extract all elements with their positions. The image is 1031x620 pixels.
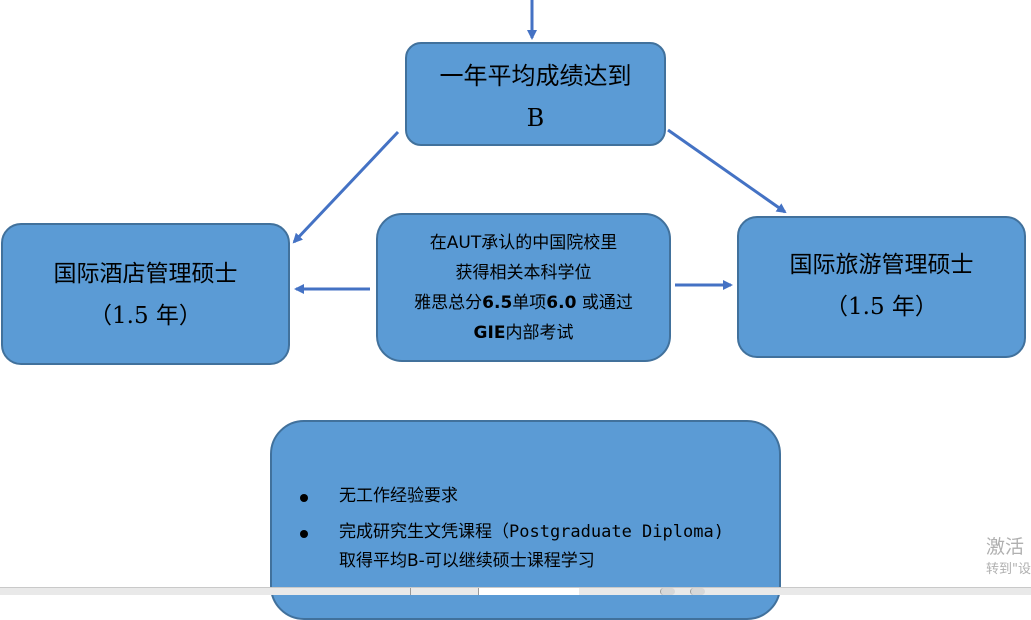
bullet-icon (300, 530, 308, 538)
entry-requirements-box: 在AUT承认的中国院校里 获得相关本科学位 雅思总分6.5单项6.0 或通过 G… (376, 213, 671, 362)
or-pass-text: 或通过 (576, 293, 633, 313)
entry-req-line3: 雅思总分6.5单项6.0 或通过 (378, 288, 669, 318)
bullet-pg-diploma: 完成研究生文凭课程（Postgraduate Diploma) (339, 522, 724, 542)
postgraduate-diploma-box: 无工作经验要求 完成研究生文凭课程（Postgraduate Diploma) … (270, 420, 781, 620)
ielts-band-score: 6.0 (546, 293, 577, 313)
status-bar-icon[interactable] (660, 588, 675, 595)
internal-exam-text: 内部考试 (505, 323, 574, 343)
gpa-requirement-line2: B (526, 104, 545, 132)
gpa-requirement-box: 一年平均成绩达到 B (405, 42, 666, 146)
entry-req-line1: 在AUT承认的中国院校里 (429, 233, 618, 253)
status-bar-field[interactable] (478, 588, 579, 595)
hotel-master-duration: （1.5 年） (89, 303, 202, 329)
ielts-overall-score: 6.5 (482, 293, 513, 313)
status-bar (0, 587, 1031, 595)
activation-watermark-line1: 激活 (986, 536, 1025, 558)
tourism-master-duration: （1.5 年） (825, 294, 938, 320)
tourism-management-master-box: 国际旅游管理硕士 （1.5 年） (737, 216, 1026, 358)
ielts-text: 雅思总分 (414, 293, 483, 313)
entry-req-line2: 获得相关本科学位 (455, 263, 592, 283)
ielts-band-text: 单项 (512, 293, 547, 313)
tourism-master-title: 国际旅游管理硕士 (789, 252, 974, 278)
activation-watermark-line2: 转到"设 (986, 562, 1031, 577)
gpa-requirement-line1: 一年平均成绩达到 (439, 62, 632, 90)
arrow-to-hotel-master (292, 130, 400, 244)
bullet-no-experience: 无工作经验要求 (339, 486, 458, 506)
hotel-management-master-box: 国际酒店管理硕士 （1.5 年） (1, 223, 290, 365)
entry-req-line4: GIE内部考试 (378, 318, 669, 348)
bullet-icon (300, 494, 308, 502)
connector-arrows (292, 0, 787, 294)
hotel-master-title: 国际酒店管理硕士 (53, 261, 238, 287)
gie-label: GIE (473, 323, 506, 343)
arrow-to-tourism-master (667, 128, 787, 214)
bullet-pg-diploma-cont: 取得平均B-可以继续硕士课程学习 (339, 551, 595, 571)
status-bar-icon[interactable] (690, 588, 705, 595)
status-bar-divider (410, 588, 411, 595)
